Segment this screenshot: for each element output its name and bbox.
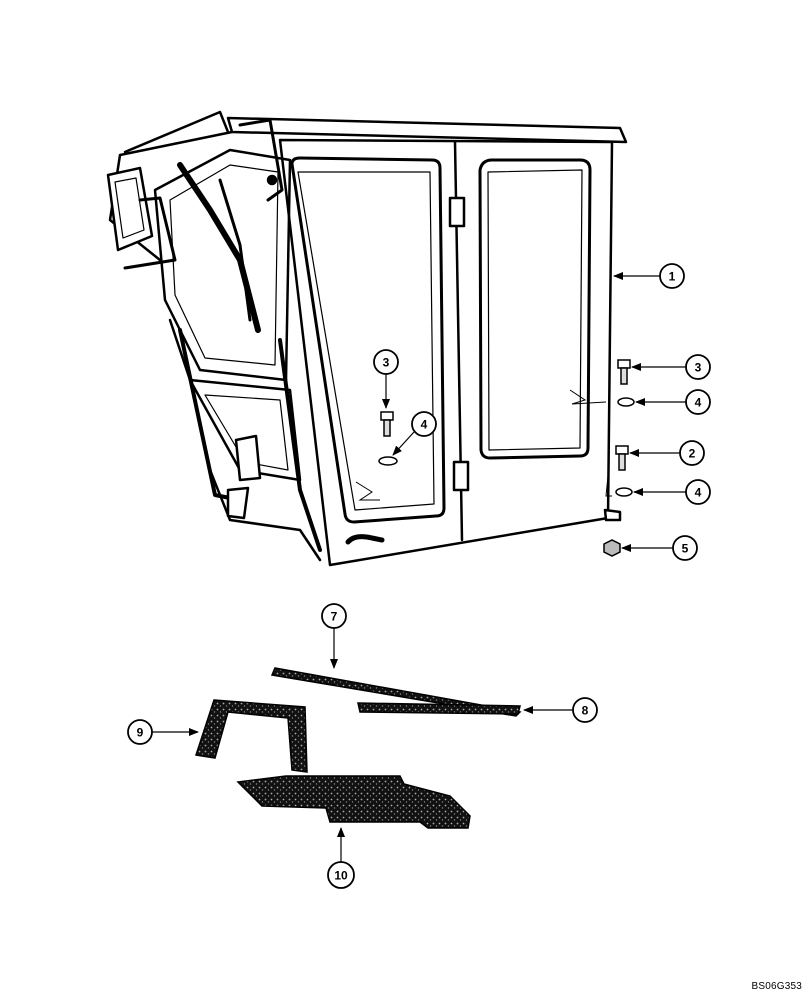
callout-3-right: 3 <box>685 354 711 380</box>
washer-right-upper <box>617 397 635 407</box>
cab-side-panel <box>278 138 614 567</box>
seals-and-mats <box>195 667 522 829</box>
callout-2: 2 <box>679 440 705 466</box>
bolt-right-lower <box>615 445 629 471</box>
bolt-left <box>380 411 394 437</box>
upper-hinge <box>448 196 466 228</box>
callout-10: 10 <box>327 861 355 889</box>
svg-text:4: 4 <box>695 486 702 500</box>
svg-text:9: 9 <box>137 726 144 740</box>
drawing-code: BS06G353 <box>751 981 802 992</box>
front-window <box>290 156 446 524</box>
svg-text:4: 4 <box>695 396 702 410</box>
callout-4-right-upper: 4 <box>685 389 711 415</box>
callout-4-right-lower: 4 <box>685 479 711 505</box>
fasteners <box>378 359 635 557</box>
cab-roof <box>226 116 628 144</box>
svg-text:10: 10 <box>334 869 348 883</box>
cab-assembly <box>106 110 628 567</box>
lower-hinge <box>452 460 470 492</box>
rear-window <box>478 158 592 460</box>
floor-mat <box>236 775 471 829</box>
svg-text:4: 4 <box>421 418 428 432</box>
grab-rail-right <box>278 338 322 552</box>
nut <box>603 539 621 557</box>
seal-strip-short <box>357 702 521 715</box>
callout-9: 9 <box>127 719 153 745</box>
mirror <box>106 166 154 252</box>
bolt-right-upper <box>617 359 631 385</box>
callout-7: 7 <box>321 603 347 629</box>
callout-5: 5 <box>672 535 698 561</box>
svg-text:1: 1 <box>669 270 676 284</box>
svg-text:2: 2 <box>689 447 696 461</box>
callouts: 1 3 4 3 4 2 4 5 <box>127 263 711 889</box>
door-handle <box>345 534 385 545</box>
callout-4-left: 4 <box>411 411 437 437</box>
svg-text:5: 5 <box>682 542 689 556</box>
svg-text:7: 7 <box>331 610 338 624</box>
leader-arrows <box>152 272 686 862</box>
svg-text:3: 3 <box>695 361 702 375</box>
callout-1: 1 <box>659 263 685 289</box>
step-bracket <box>226 486 250 520</box>
callout-8: 8 <box>572 697 598 723</box>
svg-text:8: 8 <box>582 704 589 718</box>
fastener-leaders <box>355 389 612 501</box>
u-shaped-panel <box>195 699 308 773</box>
washer-left <box>378 456 398 466</box>
callout-3-left: 3 <box>373 349 399 375</box>
svg-text:3: 3 <box>383 356 390 370</box>
washer-right-lower <box>615 487 633 497</box>
seal-strip-long <box>270 667 522 717</box>
wiper-arm <box>177 162 261 333</box>
